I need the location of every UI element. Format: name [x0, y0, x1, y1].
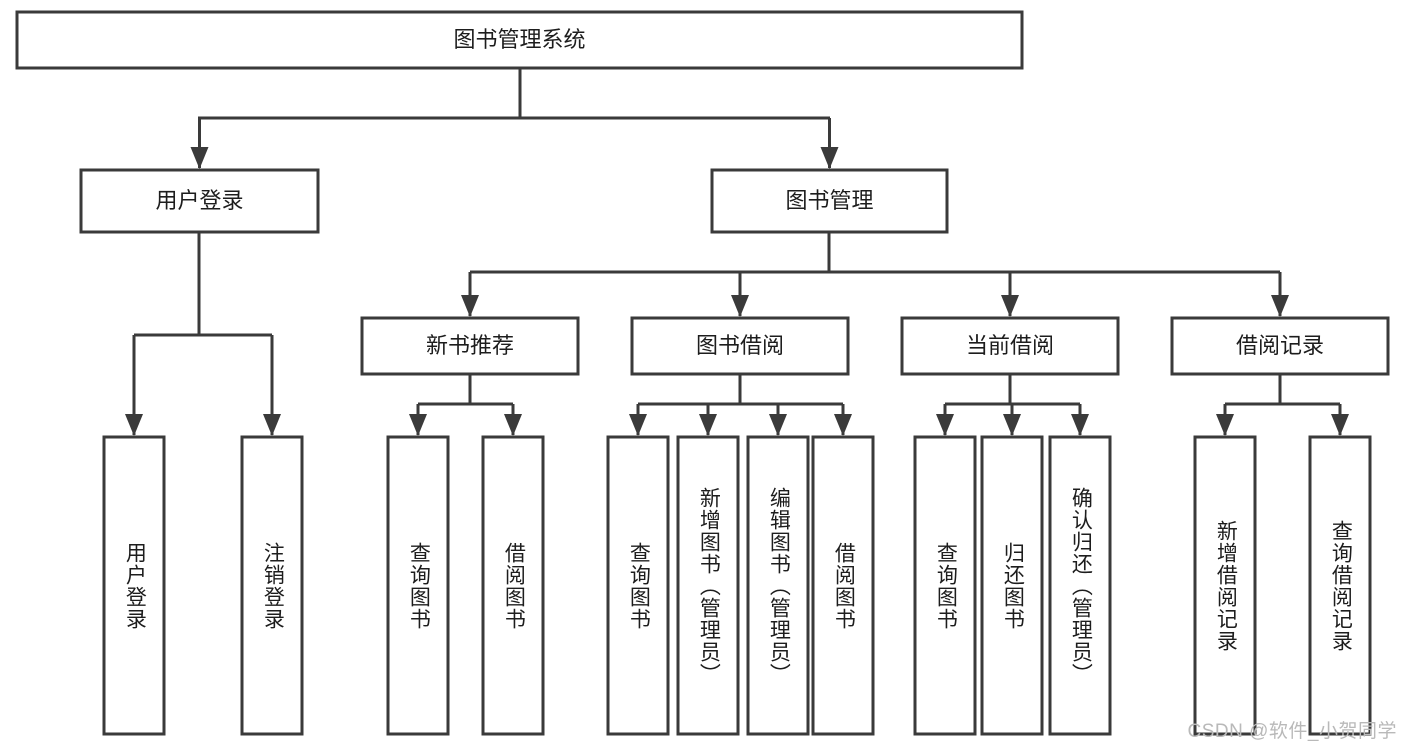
node-level2-0-label: 用户登录: [155, 188, 243, 213]
arrowhead-leaf-4: [629, 414, 647, 436]
node-leaf-8-rect: [913, 435, 977, 736]
node-leaf-5[interactable]: [676, 435, 740, 736]
arrowhead-leaf-12: [1331, 414, 1349, 436]
arrowhead-leaf-3: [504, 414, 522, 436]
arrowhead-leaf-11: [1216, 414, 1234, 436]
node-level3-2-rect: [900, 316, 1120, 376]
arrowhead-leaf-10: [1071, 414, 1089, 436]
node-leaf-0[interactable]: [102, 435, 166, 736]
node-root[interactable]: 图书管理系统: [15, 10, 1024, 70]
node-leaf-4[interactable]: [606, 435, 670, 736]
arrowhead-leaf-9: [1003, 414, 1021, 436]
node-leaf-7[interactable]: [811, 435, 875, 736]
node-level3-0[interactable]: 新书推荐: [360, 316, 580, 376]
arrowhead-leaf-7: [834, 414, 852, 436]
node-leaf-1-rect: [240, 435, 304, 736]
node-level3-0-label: 新书推荐: [426, 333, 514, 358]
node-leaf-6-rect: [746, 435, 810, 736]
node-leaf-7-rect: [811, 435, 875, 736]
node-leaf-5-rect: [676, 435, 740, 736]
arrowhead-level3-2: [1001, 295, 1019, 317]
node-leaf-12-rect: [1308, 435, 1372, 736]
node-level3-2[interactable]: 当前借阅: [900, 316, 1120, 376]
node-leaf-8[interactable]: [913, 435, 977, 736]
node-leaf-10[interactable]: [1048, 435, 1112, 736]
node-level2-1[interactable]: 图书管理: [710, 168, 949, 234]
node-level3-2-label: 当前借阅: [966, 333, 1054, 358]
node-level2-0-rect: [79, 168, 320, 234]
node-level3-3-label: 借阅记录: [1236, 333, 1324, 358]
node-level2-1-rect: [710, 168, 949, 234]
node-leaf-6[interactable]: [746, 435, 810, 736]
node-leaf-9[interactable]: [980, 435, 1044, 736]
node-level2-1-label: 图书管理: [785, 188, 873, 213]
node-leaf-11-rect: [1193, 435, 1257, 736]
arrowhead-leaf-1: [263, 414, 281, 436]
node-leaf-9-rect: [980, 435, 1044, 736]
arrowhead-level3-3: [1271, 295, 1289, 317]
node-leaf-4-rect: [606, 435, 670, 736]
arrowhead-leaf-6: [769, 414, 787, 436]
node-leaf-2[interactable]: [386, 435, 450, 736]
arrowhead-level2-1: [820, 147, 839, 169]
node-leaf-2-rect: [386, 435, 450, 736]
arrowhead-level2-0: [190, 147, 209, 169]
node-leaf-3-rect: [481, 435, 545, 736]
node-root-rect: [15, 10, 1024, 70]
arrowhead-leaf-5: [699, 414, 717, 436]
node-leaf-0-rect: [102, 435, 166, 736]
connectors-layer: [125, 68, 1349, 436]
watermark-text: CSDN @软件_小贺同学: [1187, 721, 1397, 742]
node-level3-0-rect: [360, 316, 580, 376]
node-level3-3[interactable]: 借阅记录: [1170, 316, 1390, 376]
node-level3-3-rect: [1170, 316, 1390, 376]
arrowhead-leaf-8: [936, 414, 954, 436]
node-level3-1-rect: [630, 316, 850, 376]
arrowhead-leaf-2: [409, 414, 427, 436]
node-level3-1[interactable]: 图书借阅: [630, 316, 850, 376]
arrowhead-level3-1: [731, 295, 749, 317]
node-level2-0[interactable]: 用户登录: [79, 168, 320, 234]
node-leaf-11[interactable]: [1193, 435, 1257, 736]
node-root-label: 图书管理系统: [453, 27, 585, 52]
node-leaf-12[interactable]: [1308, 435, 1372, 736]
node-leaf-1[interactable]: [240, 435, 304, 736]
arrowhead-leaf-0: [125, 414, 143, 436]
node-leaf-10-rect: [1048, 435, 1112, 736]
arrowhead-level3-0: [461, 295, 479, 317]
node-level3-1-label: 图书借阅: [696, 333, 784, 358]
node-leaf-3[interactable]: [481, 435, 545, 736]
